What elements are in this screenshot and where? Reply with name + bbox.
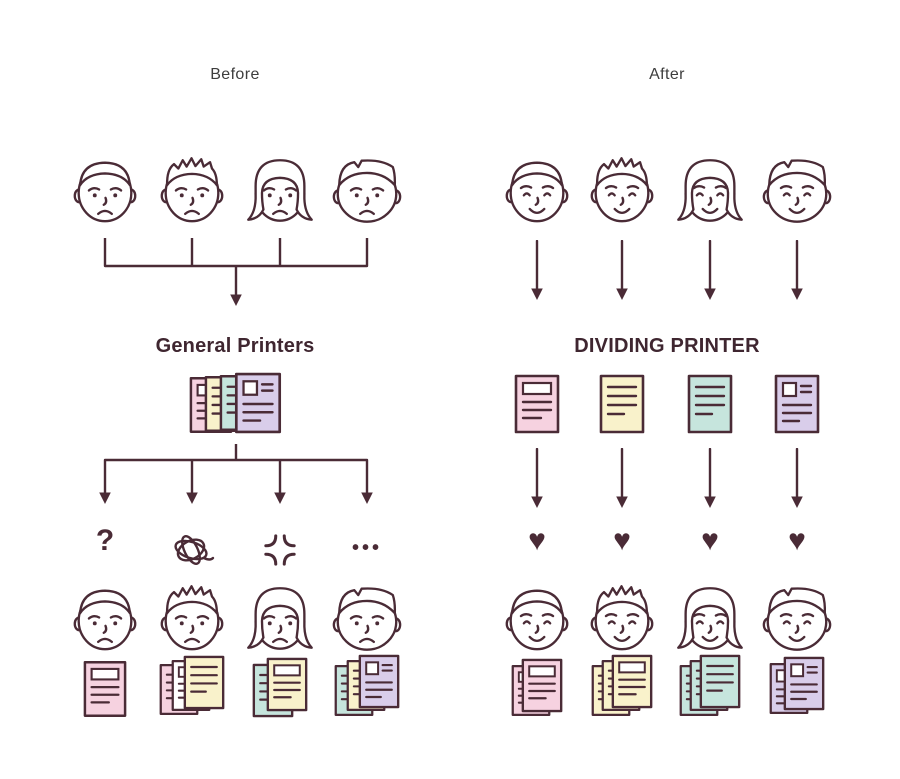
down-arrow	[703, 448, 717, 508]
document-purple	[234, 372, 282, 434]
document-purple	[774, 374, 820, 434]
ellipsis-dots: •••	[351, 537, 382, 559]
question-mark: ?	[95, 524, 115, 557]
happy-face-man1	[498, 148, 576, 230]
down-arrow	[615, 448, 629, 508]
down-arrow	[530, 448, 544, 508]
heart-icon: ♥	[788, 524, 806, 557]
sad-face-woman	[241, 576, 319, 658]
document-pink	[521, 658, 563, 713]
happy-face-man3	[758, 148, 836, 230]
sad-face-man2	[153, 576, 231, 658]
document-teal	[699, 654, 741, 709]
heart-icon: ♥	[613, 524, 631, 557]
received-doc-stack	[334, 654, 400, 717]
sad-face-man1	[66, 576, 144, 658]
diverge-connector-arrows	[99, 444, 373, 504]
heart-icon: ♥	[528, 524, 546, 557]
document-yellow	[183, 655, 225, 710]
happy-face-woman	[671, 148, 749, 230]
down-arrow	[703, 240, 717, 300]
sad-face-man3	[328, 148, 406, 230]
received-doc-stack	[252, 657, 308, 718]
sad-face-man3	[328, 576, 406, 658]
document-teal	[687, 374, 733, 434]
after-label: After	[649, 66, 685, 83]
down-arrow	[530, 240, 544, 300]
document-yellow	[599, 374, 645, 434]
anger-icon	[264, 534, 296, 566]
before-label: Before	[210, 66, 260, 83]
converge-connector-arrow	[103, 238, 369, 306]
mixed-output-doc-fan	[189, 372, 284, 438]
sorted-doc-stack	[511, 658, 563, 719]
happy-face-man3	[758, 576, 836, 658]
received-doc-stack	[159, 655, 225, 717]
sad-face-woman	[241, 148, 319, 230]
sorted-doc-stack	[591, 654, 653, 717]
received-doc-stack	[83, 660, 127, 718]
document-pink	[83, 660, 127, 718]
before-title: General Printers	[155, 335, 315, 357]
down-arrow	[790, 448, 804, 508]
scribble-icon	[172, 532, 215, 568]
down-arrow	[790, 240, 804, 300]
happy-face-man1	[498, 576, 576, 658]
happy-face-man2	[583, 148, 661, 230]
sorted-doc-stack	[679, 654, 741, 717]
after-title: DIVIDING PRINTER	[574, 335, 760, 357]
sad-face-man1	[66, 148, 144, 230]
heart-icon: ♥	[701, 524, 719, 557]
document-pink	[514, 374, 560, 434]
happy-face-man2	[583, 576, 661, 658]
sad-face-man2	[153, 148, 231, 230]
document-purple	[358, 654, 400, 709]
sorted-doc-stack	[769, 656, 825, 717]
happy-face-woman	[671, 576, 749, 658]
down-arrow	[615, 240, 629, 300]
document-purple	[783, 656, 825, 711]
document-yellow	[611, 654, 653, 709]
document-yellow	[266, 657, 308, 712]
